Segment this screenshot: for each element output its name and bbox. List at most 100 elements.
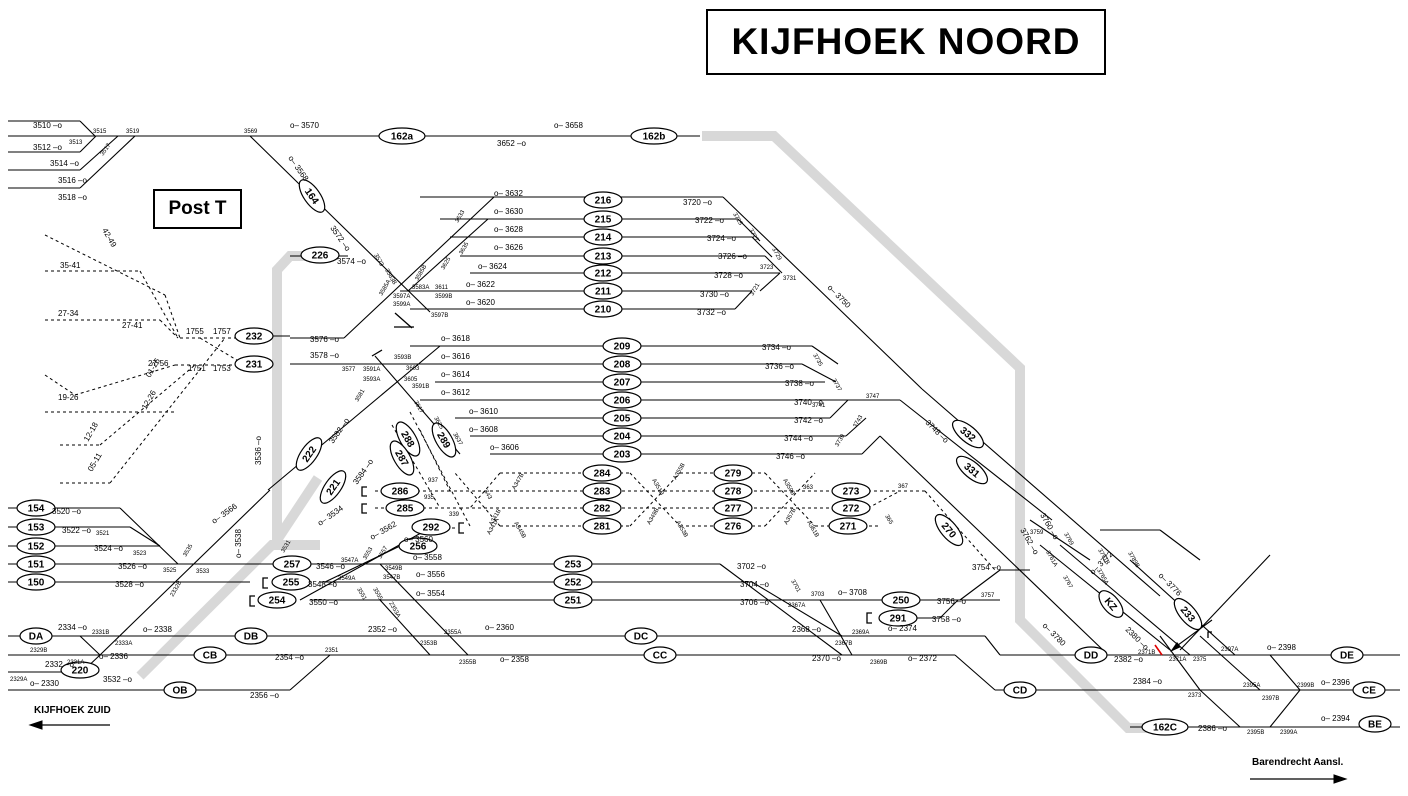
switch-367: 367: [898, 484, 909, 490]
signal-2330: o– 2330: [30, 679, 59, 688]
track-oval-252: 252: [553, 573, 593, 591]
track-oval-dd: DD: [1074, 646, 1108, 664]
signal-3724: 3724 –o: [707, 234, 736, 243]
track-oval-shape: [1352, 681, 1386, 699]
track-oval-213: 213: [583, 247, 623, 265]
track-oval-271: 271: [828, 517, 868, 535]
signal-3534: o– 3534: [316, 503, 345, 527]
track-oval-shape: [298, 179, 326, 213]
switch-3599B: 3599B: [435, 294, 452, 300]
track-oval-210: 210: [583, 300, 623, 318]
track-oval-shape: [583, 300, 623, 318]
signal-3574: 3574 –o: [337, 257, 366, 266]
track-oval-shape: [398, 537, 438, 555]
track-oval-text: 285: [397, 504, 414, 515]
track-oval-206: 206: [602, 391, 642, 409]
switch-2371A: 2371A: [1169, 657, 1186, 663]
track-oval-shape: [602, 355, 642, 373]
track-oval-231: 231: [234, 355, 274, 373]
signal-3632: o– 3632: [494, 189, 523, 198]
track-oval-shape: [16, 537, 56, 555]
signal-3584: 3584 –o: [351, 457, 375, 486]
signal-3702: 3702 –o: [737, 562, 766, 571]
track-oval-270: 270: [934, 513, 964, 547]
track-oval-shape: [602, 409, 642, 427]
signal-3758: 3758 –o: [932, 615, 961, 624]
track-oval-shape: [553, 555, 593, 573]
track-oval-208: 208: [602, 355, 642, 373]
signal-3518: 3518 –o: [58, 193, 87, 202]
dashed-label-12-26: 12-26: [140, 388, 158, 411]
switch-3525: 3525: [163, 568, 177, 574]
track-oval-text: 150: [28, 578, 45, 589]
signal-2396: o– 2396: [1321, 678, 1350, 687]
track-oval-shape: [955, 455, 989, 485]
track-oval-text: 151: [28, 560, 45, 571]
track-oval-text: 255: [283, 578, 300, 589]
track-oval-text: CB: [203, 651, 217, 662]
switch-3605: 3605: [404, 377, 418, 383]
signal-2358: o– 2358: [500, 655, 529, 664]
signal-2352: 2352 –o: [368, 625, 397, 634]
track-oval-289: 289: [431, 422, 457, 458]
track-oval-287: 287: [389, 440, 415, 476]
signal-3618: o– 3618: [441, 334, 470, 343]
dashed-label-05-11: 05-11: [86, 451, 104, 473]
track-oval-256: 256: [398, 537, 438, 555]
switch-937: 937: [428, 478, 439, 484]
tracks-solid: [8, 120, 1400, 728]
dashed-route-labels: 42-4935-4127-3427-4127-5619-2601-2612-26…: [58, 227, 231, 474]
switch-A349B: A349B: [647, 507, 661, 526]
track-oval-221: 221: [319, 470, 347, 504]
track-oval-text: 205: [614, 414, 631, 425]
track-oval-shape: [257, 591, 297, 609]
highlight-route-diag: [272, 475, 323, 543]
track-oval-151: 151: [16, 555, 56, 573]
track-oval-shape: [234, 627, 268, 645]
switch-3593B: 3593B: [394, 355, 411, 361]
track-oval-204: 204: [602, 427, 642, 445]
switch-3521: 3521: [96, 531, 110, 537]
signal-2374: o– 2374: [888, 624, 917, 633]
track-oval-shape: [553, 591, 593, 609]
signal-3538: o– 3538: [234, 529, 243, 558]
track-oval-cc: CC: [643, 646, 677, 664]
track-oval-shape: [630, 127, 678, 145]
track-oval-de: DE: [1330, 646, 1364, 664]
track-oval-shape: [389, 440, 415, 476]
track-oval-278: 278: [713, 482, 753, 500]
switch-A359B: A359B: [781, 478, 795, 497]
track-oval-text: 250: [893, 596, 910, 607]
signal-3556: o– 3556: [416, 570, 445, 579]
switch-3741: 3741: [812, 403, 826, 409]
switch-3517: 3517: [100, 142, 113, 157]
switch-2351: 2351: [325, 648, 339, 654]
track-oval-shape: [602, 445, 642, 463]
track-oval-shape: [951, 419, 985, 449]
dashed-label-27-41: 27-41: [122, 321, 143, 330]
track-oval-shape: [878, 609, 918, 627]
track-oval-214: 214: [583, 228, 623, 246]
track-oval-shape: [16, 518, 56, 536]
switch-A347B: A347B: [512, 472, 526, 491]
signal-3520: 3520 –o: [52, 507, 81, 516]
track-oval-text: DB: [244, 632, 258, 643]
signal-3708: o– 3708: [838, 588, 867, 597]
signal-3578: 3578 –o: [310, 351, 339, 360]
signal-2384: 2384 –o: [1133, 677, 1162, 686]
track-oval-text: 152: [28, 542, 45, 553]
direction-left-label: KIJFHOEK ZUID: [34, 705, 111, 716]
track-oval-212: 212: [583, 264, 623, 282]
switch-3599A: 3599A: [393, 302, 410, 308]
dashed-label-35-41: 35-41: [60, 261, 81, 270]
track-oval-shape: [16, 573, 56, 591]
switch-3757: 3757: [981, 593, 995, 599]
switch-2332B: 2332B: [170, 580, 184, 598]
switch-labels: 351535133519351735693573363336353585B358…: [10, 129, 1314, 736]
track-oval-text: 162C: [1153, 723, 1177, 734]
signal-3614: o– 3614: [441, 370, 470, 379]
switch-3761A: 3761A: [1044, 550, 1058, 568]
signal-3576: 3576 –o: [310, 335, 339, 344]
